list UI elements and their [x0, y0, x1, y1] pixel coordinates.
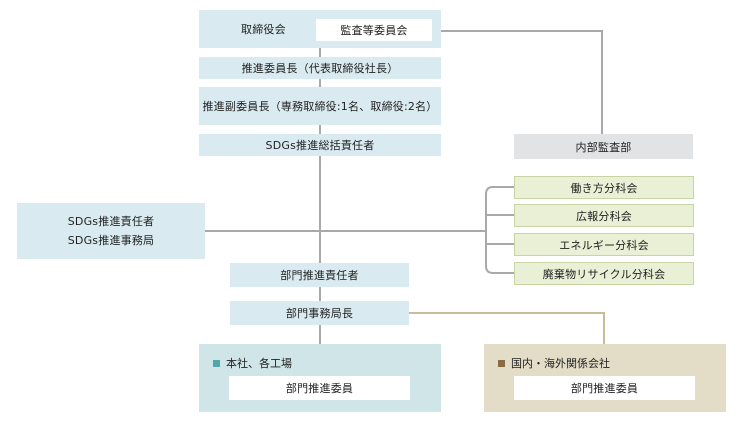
- vice-chair-box: 推進副委員長（専務取締役:1名、取締役:2名）: [199, 87, 441, 125]
- affiliates-panel-title: 国内・海外関係会社: [511, 357, 610, 370]
- sdgs-manager-label: SDGs推進責任者: [67, 215, 155, 228]
- subcommittee-box: エネルギー分科会: [514, 233, 694, 256]
- hq-member-box: 部門推進委員: [229, 376, 410, 400]
- dept-secretary-box: 部門事務局長: [230, 301, 409, 325]
- subcommittee-box: 廃棄物リサイクル分科会: [514, 262, 694, 285]
- subcommittee-box: 働き方分科会: [514, 176, 694, 199]
- square-marker-icon: [213, 359, 220, 367]
- dept-manager-label: 部門推進責任者: [280, 269, 359, 282]
- subcommittee-label: 広報分科会: [576, 209, 632, 223]
- affiliate-connector-line: [409, 312, 605, 344]
- chair-box: 推進委員長（代表取締役社長）: [199, 57, 441, 79]
- subcommittee-bracket: [485, 186, 514, 274]
- square-marker-icon: [498, 359, 505, 367]
- affiliates-panel-header: 国内・海外関係会社: [498, 355, 610, 371]
- vice-chair-label: 推進副委員長（専務取締役:1名、取締役:2名）: [202, 100, 438, 113]
- dept-secretary-label: 部門事務局長: [285, 307, 354, 320]
- board-label: 取締役会: [241, 23, 286, 36]
- affiliates-member-label: 部門推進委員: [570, 382, 639, 395]
- sdgs-office-box: SDGs推進責任者 SDGs推進事務局: [17, 203, 205, 259]
- hq-member-label: 部門推進委員: [285, 382, 354, 395]
- internal-audit-box: 内部監査部: [514, 134, 693, 159]
- sdgs-secretariat-label: SDGs推進事務局: [67, 234, 155, 247]
- chair-label: 推進委員長（代表取締役社長）: [241, 62, 399, 75]
- hq-panel: 本社、各工場 部門推進委員: [199, 344, 441, 412]
- hq-panel-header: 本社、各工場: [213, 355, 292, 371]
- affiliates-panel: 国内・海外関係会社 部門推進委員: [484, 344, 726, 412]
- subcommittee-label: エネルギー分科会: [559, 238, 649, 252]
- hq-panel-title: 本社、各工場: [226, 357, 292, 370]
- audit-committee-box: 監査等委員会: [316, 19, 432, 41]
- subcommittee-box: 広報分科会: [514, 204, 694, 227]
- dept-manager-box: 部門推進責任者: [230, 263, 409, 287]
- subcommittee-label: 働き方分科会: [570, 181, 638, 195]
- subcommittee-label: 廃棄物リサイクル分科会: [542, 267, 666, 281]
- audit-committee-label: 監査等委員会: [340, 24, 408, 37]
- general-manager-label: SDGs推進総括責任者: [265, 139, 375, 152]
- audit-connector-line: [432, 30, 603, 134]
- affiliates-member-box: 部門推進委員: [514, 376, 695, 400]
- general-manager-box: SDGs推進総括責任者: [199, 134, 441, 156]
- internal-audit-label: 内部監査部: [575, 140, 632, 154]
